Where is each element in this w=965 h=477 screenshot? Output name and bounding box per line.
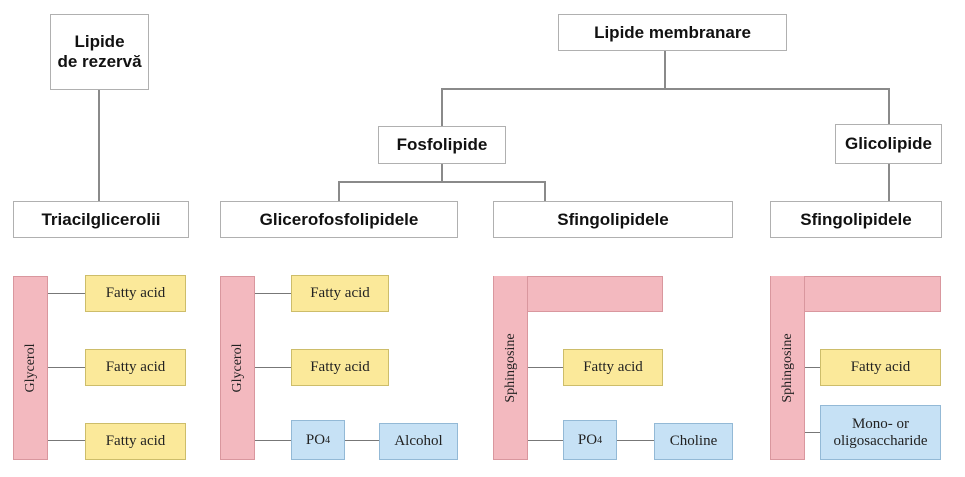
glycerol-backbone (13, 276, 48, 460)
glycerol-label: Glycerol (23, 343, 38, 393)
bond-line (805, 367, 820, 368)
alcohol-box: Alcohol (379, 423, 458, 460)
sphingolipids-phospho-box: Sfingolipidele (493, 201, 733, 238)
bond-line (345, 440, 379, 441)
fatty-acid-box: Fatty acid (291, 349, 389, 386)
phosphate-subscript: 4 (597, 434, 603, 446)
connector-to-sphingolipids (544, 181, 546, 202)
bond-line (528, 367, 563, 368)
saccharide-box: Mono- or oligosaccharide (820, 405, 941, 460)
membrane-lipids-box: Lipide membranare (558, 14, 787, 51)
glycerol-backbone (220, 276, 255, 460)
sphingosine-backbone-vertical (770, 276, 805, 460)
fatty-acid-box: Fatty acid (291, 275, 389, 312)
fatty-acid-box: Fatty acid (85, 349, 186, 386)
bond-line (48, 293, 85, 294)
connector-to-glycerophospholipids (338, 181, 340, 202)
connector-membrane-down (664, 50, 666, 89)
phosphate-text: PO (305, 431, 326, 448)
connector-phospho-down (441, 163, 443, 182)
sphingolipids-glyco-box: Sfingolipidele (770, 201, 942, 238)
connector-reserve (98, 89, 100, 202)
glycolipids-box: Glicolipide (835, 124, 942, 164)
connector-to-phospholipids (441, 88, 443, 126)
bond-line (48, 367, 85, 368)
glycerophospholipids-box: Glicerofosfolipidele (220, 201, 458, 238)
glycerol-label: Glycerol (230, 343, 245, 393)
connector-glyco-down (888, 163, 890, 202)
bond-line (255, 440, 291, 441)
sphingosine-label: Sphingosine (780, 333, 795, 403)
bond-line (805, 432, 820, 433)
connector-to-glycolipids (888, 88, 890, 124)
triacylglycerols-box: Triacilglicerolii (13, 201, 189, 238)
sphingosine-backbone-vertical (493, 276, 528, 460)
sphingosine-label: Sphingosine (503, 333, 518, 403)
fatty-acid-box: Fatty acid (563, 349, 663, 386)
fatty-acid-box: Fatty acid (85, 275, 186, 312)
bond-line (255, 293, 291, 294)
fatty-acid-box: Fatty acid (820, 349, 941, 386)
reserve-lipids-box: Lipide de rezervă (50, 14, 149, 90)
choline-box: Choline (654, 423, 733, 460)
phosphate-subscript: 4 (325, 434, 331, 446)
bond-line (48, 440, 85, 441)
bond-line (617, 440, 654, 441)
bond-line (528, 440, 563, 441)
connector-phospho-bar (338, 181, 546, 183)
fatty-acid-box: Fatty acid (85, 423, 186, 460)
bond-line (255, 367, 291, 368)
phosphate-text: PO (577, 431, 598, 448)
phospholipids-box: Fosfolipide (378, 126, 506, 164)
connector-membrane-bar (441, 88, 890, 90)
